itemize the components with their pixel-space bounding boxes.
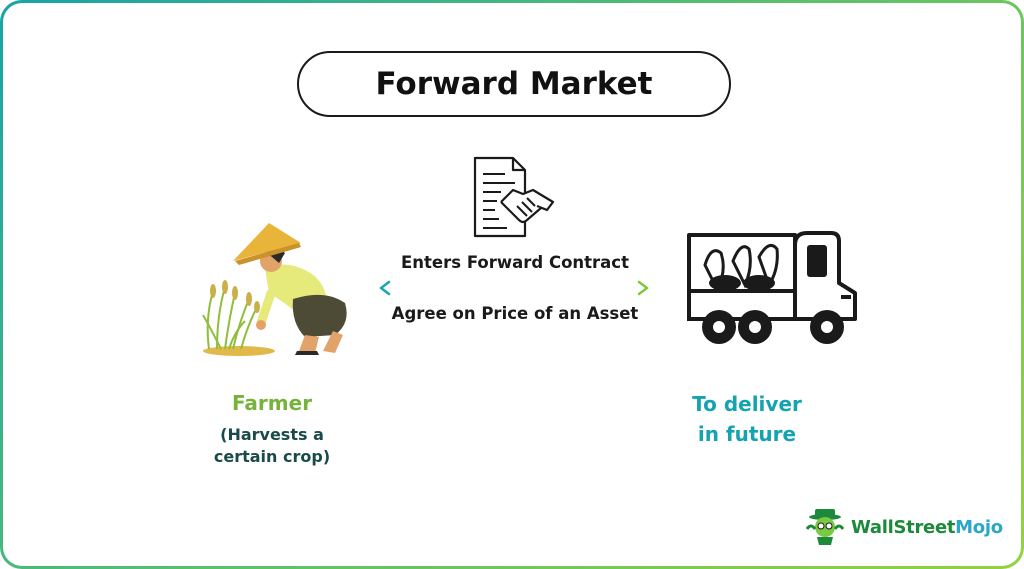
deliver-label-line1: To deliver (692, 392, 802, 416)
brand-logo: WallStreetMojo (805, 507, 1003, 547)
price-agreement-label: Agree on Price of an Asset (391, 304, 639, 323)
farmer-label: Farmer (231, 391, 313, 415)
deliver-label-line2: in future (697, 422, 797, 446)
page-title: Forward Market (297, 51, 731, 117)
brand-name-part1: WallStreet (851, 516, 956, 538)
brand-name: WallStreetMojo (851, 517, 1003, 538)
contract-handshake-icon (473, 156, 555, 238)
double-arrow-icon (379, 280, 649, 296)
farmer-sublabel-line1: (Harvests a (220, 425, 324, 444)
diagram-canvas: Forward Market (3, 3, 1021, 566)
wallstreetmojo-logo-icon (805, 509, 845, 545)
farmer-sublabel-line2: certain crop) (213, 447, 331, 466)
contract-label: Enters Forward Contract (401, 253, 629, 272)
farmer-sublabel: (Harvests a certain crop) (189, 424, 355, 468)
delivery-truck-icon (687, 231, 857, 344)
deliver-label: To deliver in future (669, 389, 825, 449)
farmer-harvesting-illustration (202, 223, 347, 356)
brand-name-part2: Mojo (955, 516, 1003, 538)
